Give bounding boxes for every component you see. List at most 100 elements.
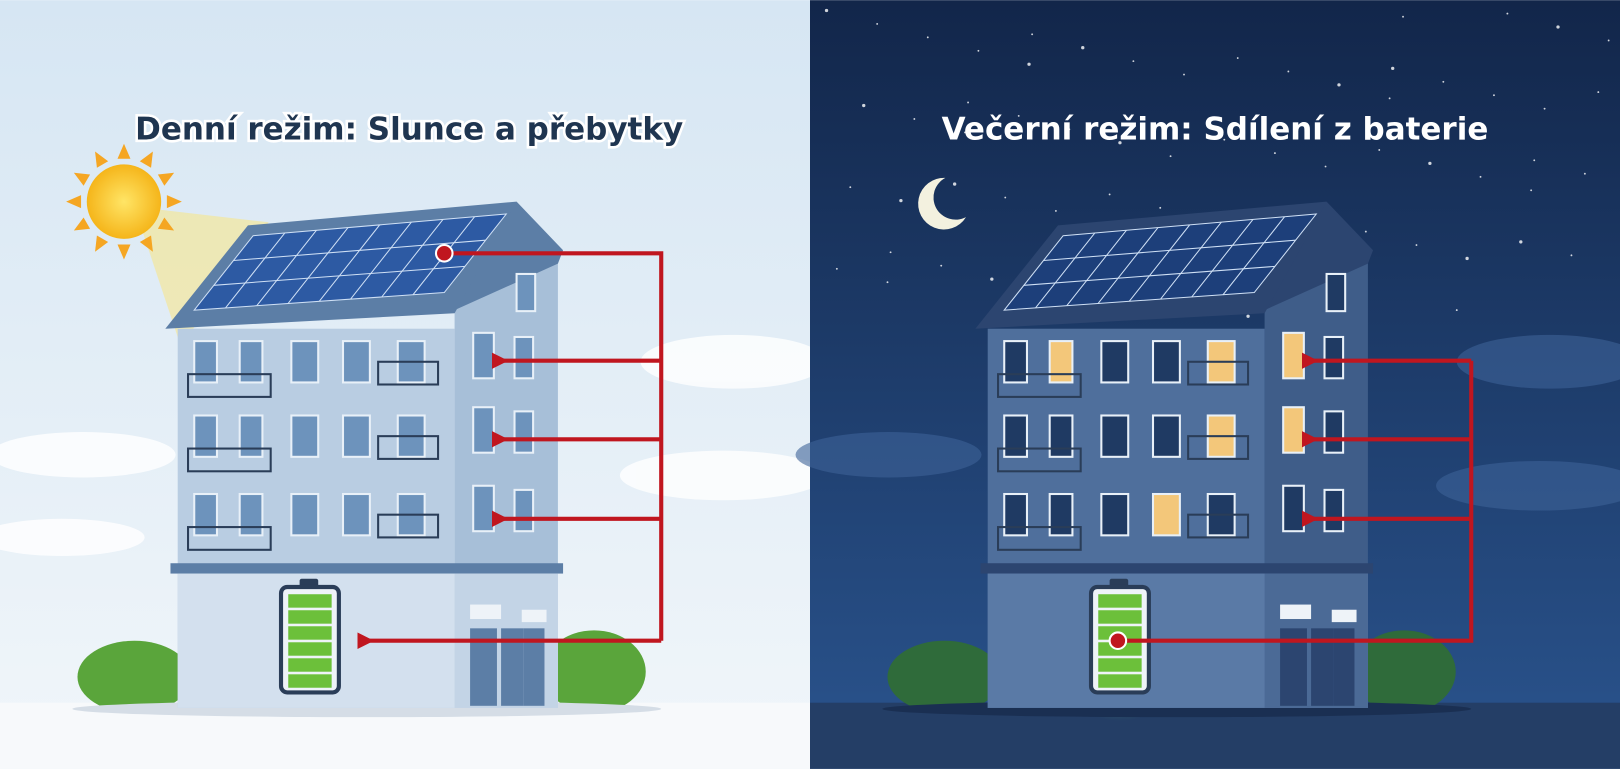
- control-label-plate: [470, 604, 502, 620]
- solar-cell-line: [1035, 232, 1096, 309]
- window: [193, 340, 218, 384]
- window: [341, 414, 371, 458]
- roof-gable: [1254, 201, 1374, 311]
- window: [472, 331, 495, 380]
- battery-cell: [288, 594, 332, 608]
- window: [1325, 272, 1347, 313]
- star: [1246, 314, 1250, 318]
- window: [513, 410, 535, 454]
- solar-cell-line: [1066, 229, 1127, 307]
- sun-ray: [73, 172, 91, 186]
- star: [926, 36, 929, 39]
- day-panel: Denní režim: Slunce a přebytky: [0, 0, 810, 769]
- control-label-plate: [1331, 609, 1357, 623]
- window: [1048, 414, 1074, 458]
- window: [238, 340, 264, 384]
- star: [1415, 244, 1418, 246]
- solar-source-dot: [434, 243, 454, 263]
- control-cabinet: [523, 628, 545, 706]
- window: [1323, 410, 1345, 454]
- window: [1100, 414, 1130, 458]
- star: [1183, 73, 1185, 76]
- star: [1132, 60, 1135, 63]
- solar-cell-line: [1191, 219, 1254, 298]
- sun-ray: [66, 195, 82, 209]
- solar-cell-line: [213, 265, 465, 286]
- star: [1465, 256, 1469, 261]
- star: [967, 101, 970, 104]
- star: [1583, 172, 1586, 175]
- night-title: Večerní režim: Sdílení z baterie: [942, 112, 1489, 148]
- star: [1479, 175, 1482, 178]
- battery-cell: [288, 642, 332, 656]
- night-clouds: [795, 334, 1620, 511]
- balcony-railing: [1187, 435, 1250, 460]
- sun-ray: [139, 151, 153, 168]
- balcony-railing: [997, 526, 1082, 551]
- star: [977, 49, 980, 52]
- solar-cell-line: [233, 239, 486, 262]
- battery-cell: [288, 674, 332, 688]
- star: [1324, 165, 1327, 168]
- star: [1533, 159, 1536, 162]
- battery-source-dot: [1108, 631, 1128, 651]
- window: [238, 492, 264, 537]
- solar-cell-line: [1023, 265, 1275, 286]
- moon-icon: [918, 177, 967, 230]
- window: [1048, 492, 1074, 537]
- bush: [1352, 630, 1456, 714]
- roof-gable: [444, 201, 564, 311]
- balcony-railing: [377, 435, 440, 460]
- star: [1027, 62, 1031, 66]
- star: [862, 103, 866, 108]
- balcony-railing: [377, 360, 440, 386]
- window: [1151, 340, 1181, 384]
- star: [1506, 12, 1509, 15]
- solar-cell-line: [225, 232, 286, 309]
- star: [1337, 83, 1341, 87]
- window: [1003, 340, 1028, 384]
- star: [964, 131, 966, 134]
- solar-cell-line: [318, 224, 381, 302]
- window: [515, 272, 537, 313]
- balcony-railing: [187, 526, 272, 551]
- window: [1151, 414, 1181, 458]
- star: [1172, 124, 1176, 128]
- star: [1223, 138, 1226, 141]
- star: [1428, 161, 1432, 166]
- star: [1081, 46, 1085, 50]
- sun-ray: [95, 151, 109, 168]
- control-label-plate: [1280, 604, 1312, 620]
- window: [1048, 340, 1074, 384]
- balcony-railing: [997, 447, 1082, 473]
- battery-cell: [288, 658, 332, 672]
- bush: [542, 630, 646, 714]
- star: [1543, 107, 1546, 110]
- star: [1364, 230, 1367, 233]
- star: [889, 251, 892, 254]
- night-panel: Večerní režim: Sdílení z baterie: [795, 0, 1620, 769]
- window: [1282, 406, 1305, 454]
- control-label-plate: [521, 609, 547, 623]
- window: [1323, 488, 1345, 533]
- balcony-railing: [997, 373, 1082, 398]
- star: [1493, 94, 1495, 97]
- solar-cell-line: [1160, 221, 1222, 300]
- window: [341, 492, 371, 537]
- star: [1273, 152, 1276, 155]
- solar-cell-line: [1097, 227, 1159, 304]
- star: [1597, 91, 1600, 94]
- sun-ray: [166, 195, 182, 209]
- window: [341, 340, 371, 384]
- star: [1455, 309, 1458, 312]
- star: [1031, 33, 1034, 36]
- window: [238, 414, 264, 458]
- star: [849, 186, 852, 189]
- star: [1391, 66, 1395, 71]
- star: [1519, 240, 1523, 244]
- window: [1003, 492, 1028, 537]
- control-cabinet: [1333, 628, 1355, 706]
- star: [990, 277, 994, 281]
- window: [290, 492, 320, 537]
